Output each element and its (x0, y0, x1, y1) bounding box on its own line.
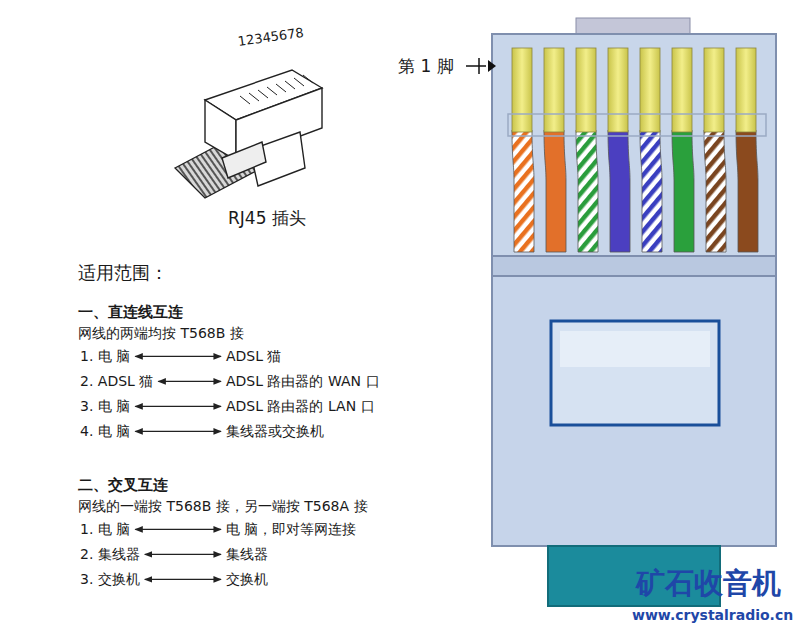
list-item: 2. 集线器 (80, 546, 140, 562)
list-target: 交换机 (226, 571, 268, 588)
pin-numbers: 12345678 (237, 25, 305, 50)
watermark: www.crystalradio.cn (632, 607, 793, 624)
list-target: 电 脑，即对等网连接 (226, 521, 356, 537)
pin1-pointer (466, 58, 486, 74)
note-text: 网线的一端按 T568B 接，另一端按 T568A 接 (78, 498, 368, 515)
pin-callout: 第 1 脚 (398, 56, 454, 76)
list-item: 2. ADSL 猫 (80, 373, 153, 389)
group-heading: 一、直连线互连 (78, 303, 183, 321)
figure-caption: RJ45 插头 (228, 208, 306, 228)
double-arrow (145, 579, 221, 580)
list-item: 3. 电 脑 (80, 398, 130, 414)
small-plug-sketch (175, 70, 322, 198)
double-arrow (135, 406, 221, 407)
list-item: 1. 电 脑 (80, 348, 130, 365)
section-heading: 适用范围： (78, 262, 168, 283)
figure-caption: RJ45 插头 (228, 208, 306, 228)
list-item: 4. 电 脑 (80, 423, 130, 439)
wire-pin (512, 48, 534, 252)
list-item: 3. 电 脑 (80, 398, 130, 415)
list-target: 电 脑，即对等网连接 (226, 521, 356, 538)
watermark: 矿石收音机 (636, 566, 781, 601)
list-item: 2. ADSL 猫 (80, 373, 153, 390)
group-heading: 一、直连线互连 (78, 303, 183, 321)
double-arrow (135, 431, 221, 432)
list-target: 集线器或交换机 (226, 423, 324, 439)
group-heading: 二、交叉互连 (78, 476, 168, 494)
wire-pin (544, 48, 566, 252)
group-heading: 二、交叉互连 (78, 476, 168, 494)
note-text: 网线的两端均按 T568B 接 (78, 325, 244, 341)
pin-callout: 第 1 脚 (398, 56, 454, 76)
wire-pin (640, 48, 662, 252)
double-arrow (135, 529, 221, 530)
list-item: 3. 交换机 (80, 571, 140, 588)
list-item: 1. 电 脑 (80, 348, 130, 364)
watermark: www.crystalradio.cn (632, 607, 793, 623)
wire-pin (608, 48, 630, 252)
list-item: 3. 交换机 (80, 571, 140, 587)
list-item: 2. 集线器 (80, 546, 140, 563)
list-target: ADSL 猫 (226, 348, 282, 365)
list-target: 集线器或交换机 (226, 423, 324, 440)
section-heading: 适用范围： (78, 262, 168, 284)
list-target: ADSL 猫 (226, 348, 282, 364)
note-text: 网线的两端均按 T568B 接 (78, 325, 244, 342)
list-item: 1. 电 脑 (80, 521, 130, 538)
list-target: ADSL 路由器的 WAN 口 (226, 373, 380, 389)
list-target: ADSL 路由器的 LAN 口 (226, 398, 375, 414)
list-item: 1. 电 脑 (80, 521, 130, 537)
double-arrow (158, 381, 221, 382)
list-target: 交换机 (226, 571, 268, 587)
large-plug (488, 18, 776, 606)
wire-pin (736, 48, 758, 252)
wire-pin (672, 48, 694, 252)
list-target: 集线器 (226, 546, 268, 563)
wire-pin (576, 48, 598, 252)
list-target: ADSL 路由器的 LAN 口 (226, 398, 375, 415)
note-text: 网线的一端按 T568B 接，另一端按 T568A 接 (78, 498, 368, 514)
watermark: 矿石收音机 (636, 566, 781, 600)
list-target: 集线器 (226, 546, 268, 562)
double-arrow (135, 356, 221, 357)
double-arrow (145, 554, 221, 555)
list-target: ADSL 路由器的 WAN 口 (226, 373, 380, 390)
pin-numbers: 12345678 (237, 25, 305, 49)
list-item: 4. 电 脑 (80, 423, 130, 440)
wire-pin (704, 48, 726, 252)
